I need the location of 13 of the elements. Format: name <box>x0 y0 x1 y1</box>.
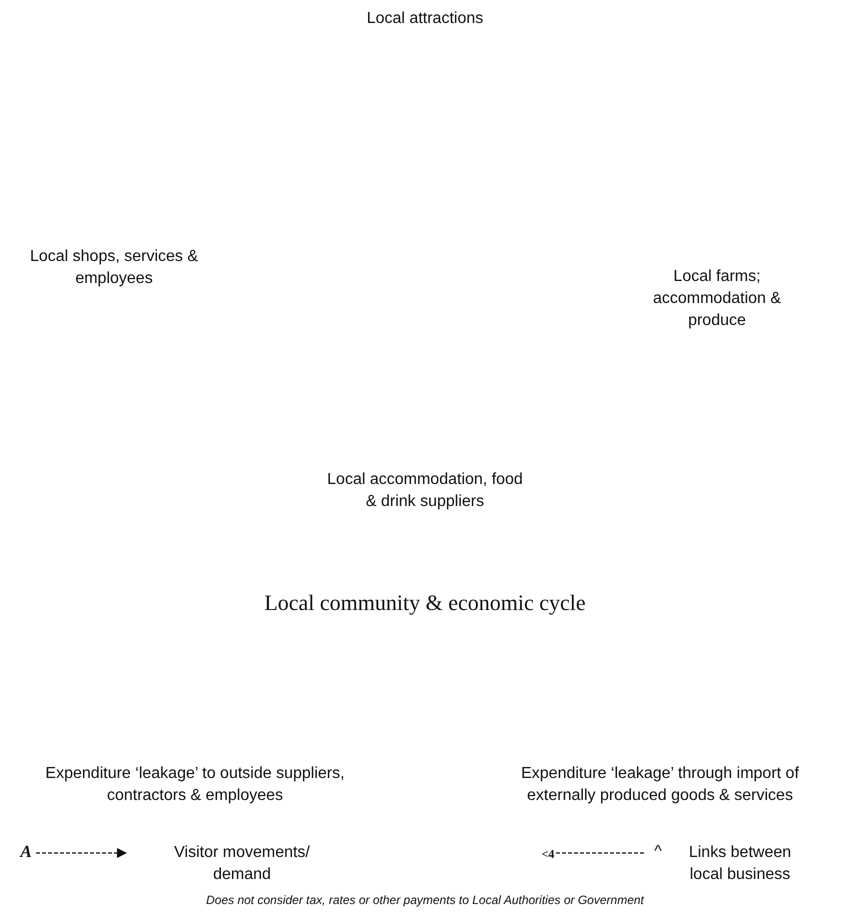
caption: Does not consider tax, rates or other payments to Local Authorities or Government <box>205 892 646 908</box>
text-label: Local attractions <box>366 9 484 29</box>
legend-text: Links between local business <box>688 843 792 885</box>
text-label: Local accommodation, food & drink suppliers <box>326 470 524 512</box>
text-label: Expenditure ‘leakage’ through import of externally produced goods & services <box>520 764 800 806</box>
legend-glyph: A <box>18 841 33 863</box>
text-label: Local community & economic cycle <box>263 590 587 616</box>
legend-text: Visitor movements/ demand <box>173 843 311 885</box>
text-label: Expenditure ‘leakage’ to outside suppliers, contractors & employees <box>45 764 345 806</box>
text-label: Local farms; accommodation & produce <box>652 267 782 331</box>
text-label: Local shops, services & employees <box>28 247 200 289</box>
legend-glyph: <4 <box>540 846 556 863</box>
legend-glyph: ^ <box>653 842 663 862</box>
